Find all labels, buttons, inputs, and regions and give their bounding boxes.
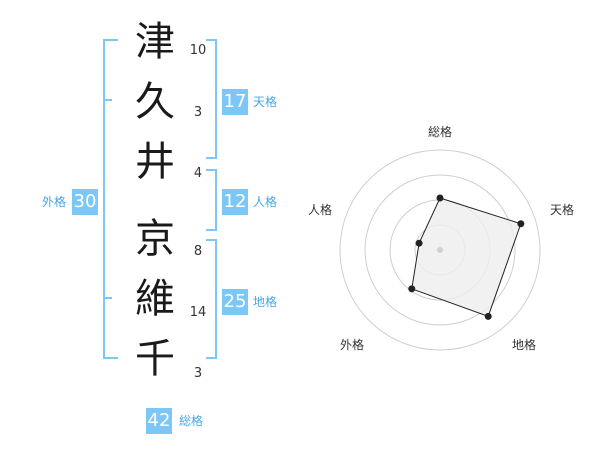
radar-point-1 [436, 194, 444, 202]
soukaku-value: 42 [146, 408, 172, 434]
radar-label-chikaku: 地格 [512, 338, 537, 352]
tenkaku-label: 天格 [253, 95, 278, 109]
gaikaku-value: 30 [72, 189, 98, 215]
chikaku-label: 地格 [253, 295, 278, 309]
name-char-2: 久 [135, 79, 175, 125]
name-char-6: 千 [135, 336, 175, 382]
stroke-count-3: 4 [193, 166, 203, 181]
stroke-count-6: 3 [193, 366, 203, 381]
radar-point-5 [415, 239, 423, 247]
radar-point-3 [484, 312, 492, 320]
jinkaku-value: 12 [222, 189, 248, 215]
name-char-3: 井 [135, 139, 175, 185]
stroke-count-5: 14 [189, 305, 207, 320]
radar-label-tenkaku: 天格 [550, 203, 575, 217]
radar-label-jinkaku: 人格 [308, 203, 333, 217]
name-char-1: 津 [135, 19, 175, 65]
radar-ring-4 [339, 149, 541, 351]
name-char-4: 京 [135, 216, 175, 262]
radar-label-soukaku: 総格 [428, 125, 453, 139]
chikaku-value: 25 [222, 289, 248, 315]
radar-ring-3 [364, 174, 516, 326]
radar-label-gaikaku: 外格 [340, 338, 365, 352]
jinkaku-bracket [206, 169, 217, 231]
gaikaku-bracket [103, 39, 118, 359]
stroke-count-1: 10 [189, 43, 207, 58]
tenkaku-value: 17 [222, 89, 248, 115]
stroke-count-2: 3 [193, 105, 203, 120]
stroke-count-4: 8 [193, 244, 203, 259]
radar-point-2 [517, 220, 525, 228]
radar-point-4 [408, 285, 416, 293]
name-char-5: 維 [135, 276, 175, 322]
radar-polygon [411, 197, 522, 317]
gaikaku-label: 外格 [42, 195, 67, 209]
tenkaku-bracket [206, 39, 217, 159]
radar-center-dot [437, 247, 443, 253]
soukaku-label: 総格 [179, 414, 204, 428]
chikaku-bracket [206, 239, 217, 359]
jinkaku-label: 人格 [253, 195, 278, 209]
